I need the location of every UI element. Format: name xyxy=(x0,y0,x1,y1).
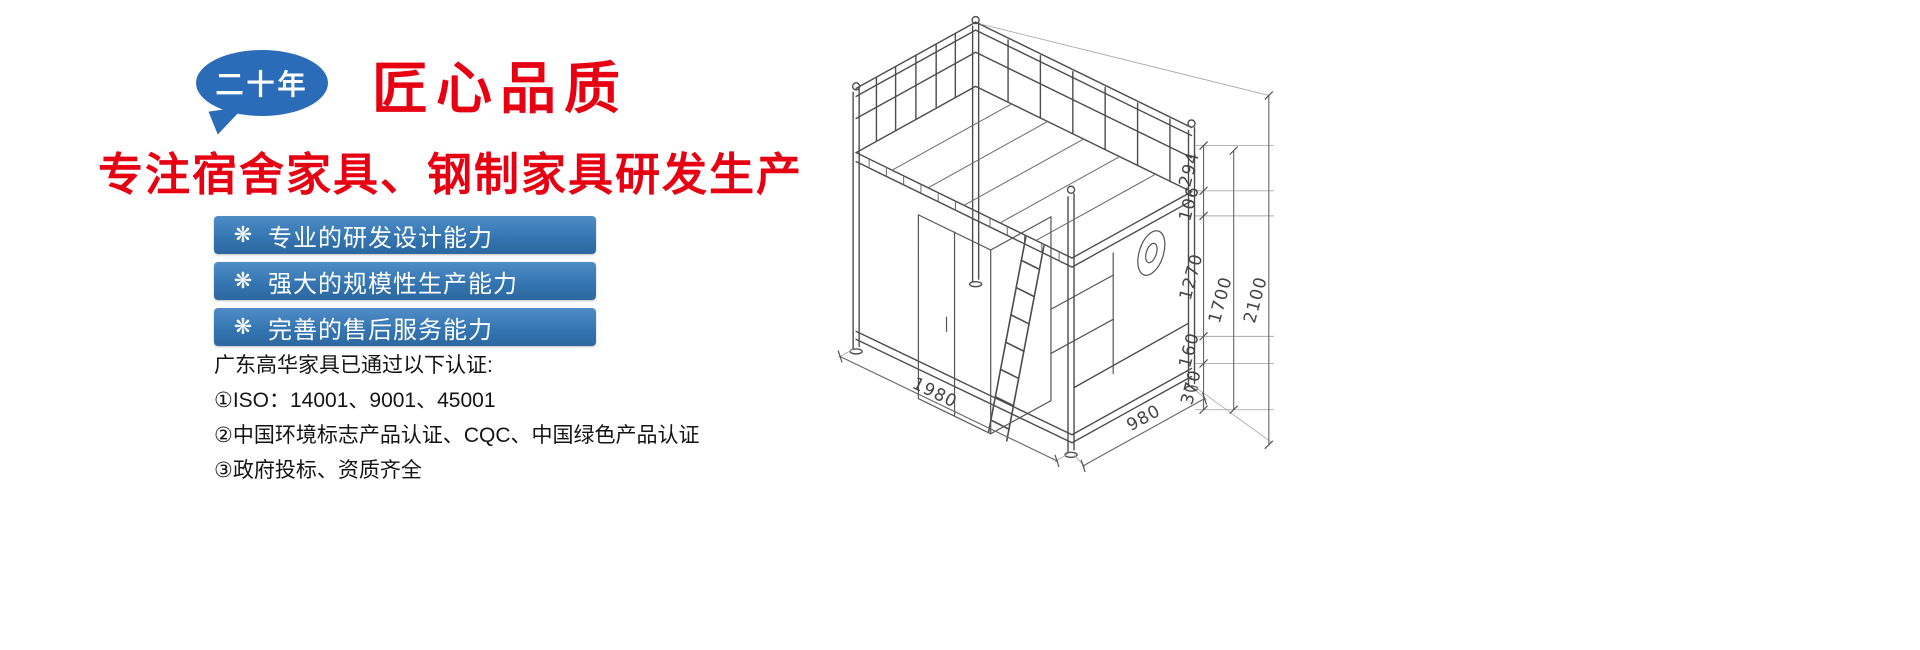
cert-intro: 广东高华家具已通过以下认证: xyxy=(214,354,493,377)
certifications: 广东高华家具已通过以下认证: ①ISO：14001、9001、45001 ②中国… xyxy=(214,348,700,488)
feature-list: ❋ 专业的研发设计能力 ❋ 强大的规模性生产能力 ❋ 完善的售后服务能力 xyxy=(214,216,596,346)
dim-label-980: 980 xyxy=(1124,401,1165,436)
cert-item-iso: ①ISO：14001、9001、45001 xyxy=(214,389,496,412)
dim-label-106: 106 xyxy=(1175,184,1204,224)
bed-dimension-diagram: 294 106 1270 160 370 1700 2100 1980 980 xyxy=(837,15,1274,473)
dim-label-160: 160 xyxy=(1175,330,1204,370)
feature-label: 强大的规模性生产能力 xyxy=(268,270,518,298)
dim-label-294: 294 xyxy=(1175,150,1204,190)
feature-item-production: ❋ 强大的规模性生产能力 xyxy=(214,262,596,300)
wardrobe xyxy=(917,213,1166,435)
dimension-labels: 294 106 1270 160 370 1700 2100 1980 980 xyxy=(909,150,1272,436)
years-badge: 二十年 xyxy=(196,50,328,116)
feature-label: 专业的研发设计能力 xyxy=(268,224,493,252)
cert-item-env: ②中国环境标志产品认证、CQC、中国绿色产品认证 xyxy=(214,424,700,447)
dimension-extension-lines xyxy=(837,23,1274,468)
subheadline: 专注宿舍家具、钢制家具研发生产 xyxy=(98,149,804,200)
headline: 匠心品质 xyxy=(372,57,628,120)
feature-item-rd: ❋ 专业的研发设计能力 xyxy=(214,216,596,254)
dim-label-2100: 2100 xyxy=(1240,274,1272,325)
cert-item-gov: ③政府投标、资质齐全 xyxy=(214,459,422,482)
bed-frame xyxy=(849,15,1199,459)
flower-icon: ❋ xyxy=(233,314,253,339)
ladder xyxy=(987,236,1045,442)
feature-label: 完善的售后服务能力 xyxy=(268,316,493,344)
feature-item-service: ❋ 完善的售后服务能力 xyxy=(214,308,596,346)
flower-icon: ❋ xyxy=(233,268,253,293)
dimension-lines xyxy=(839,95,1270,467)
dim-label-1270: 1270 xyxy=(1176,251,1208,302)
dim-label-1700: 1700 xyxy=(1205,274,1237,325)
dimension-ticks xyxy=(837,90,1274,473)
flower-icon: ❋ xyxy=(233,222,253,247)
years-badge-text: 二十年 xyxy=(215,69,309,100)
